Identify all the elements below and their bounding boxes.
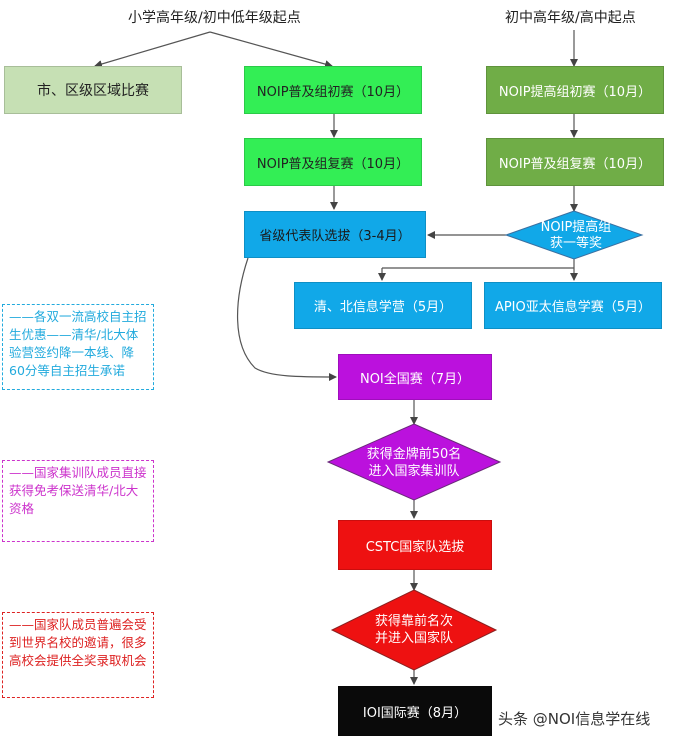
decision-top-line1: 获得靠前名次 xyxy=(375,613,453,629)
decision-gold-line2: 进入国家集训队 xyxy=(368,463,459,479)
decision-top-line2: 并进入国家队 xyxy=(375,630,453,646)
note-national-training-team: ——国家集训队成员直接获得免考保送清华/北大资格 xyxy=(2,460,154,542)
arrow-provincial-to-noi xyxy=(237,257,337,381)
decision-gold xyxy=(326,423,502,501)
decision-gold-line1: 获得金牌前50名 xyxy=(367,446,462,462)
ctsc-selection-box: CSTC国家队选拔 xyxy=(338,520,492,570)
ioi-international-box: IOI国际赛（8月） xyxy=(338,686,492,736)
decision-tg-award-line2: 获一等奖 xyxy=(550,235,602,251)
regional-contest-box: 市、区级区域比赛 xyxy=(4,66,182,114)
noi-national-box: NOI全国赛（7月） xyxy=(338,354,492,400)
note-top-universities: ——各双一流高校自主招生优惠——清华/北大体验营签约降一本线、降60分等自主招生… xyxy=(2,304,154,390)
watermark-text: 头条 @NOI信息学在线 xyxy=(498,710,651,728)
decision-tg-award-line1: NOIP提高组 xyxy=(541,219,612,235)
decision-top xyxy=(330,589,498,671)
noip-junior-second-box: NOIP普及组复赛（10月） xyxy=(244,138,422,186)
arrow-start-to-regional xyxy=(94,31,211,68)
start-label-left: 小学高年级/初中低年级起点 xyxy=(128,10,301,26)
noip-junior-first-box: NOIP普及组初赛（10月） xyxy=(244,66,422,114)
arrow-start-to-pj-first xyxy=(209,31,333,68)
start-label-right: 初中高年级/高中起点 xyxy=(505,10,636,26)
note-national-team: ——国家队成员普遍会受到世界名校的邀请，很多高校会提供全奖录取机会 xyxy=(2,612,154,698)
tsinghua-pku-camp-box: 清、北信息学营（5月） xyxy=(294,282,472,329)
decision-tg-award xyxy=(504,210,644,260)
apio-box: APIO亚太信息学赛（5月） xyxy=(484,282,662,329)
provincial-selection-box: 省级代表队选拔（3-4月） xyxy=(244,211,426,258)
noip-senior-second-box: NOIP普及组复赛（10月） xyxy=(486,138,664,186)
noip-senior-first-box: NOIP提高组初赛（10月） xyxy=(486,66,664,114)
